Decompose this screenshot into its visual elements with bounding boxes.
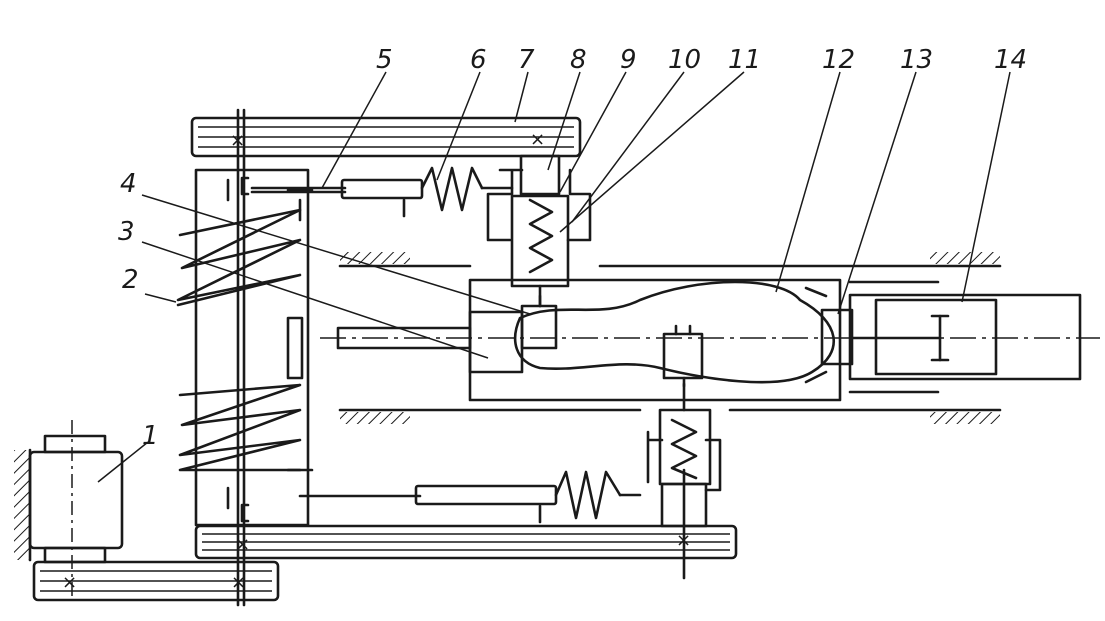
label-10: 10	[668, 45, 701, 75]
lower-spring-housing	[646, 382, 722, 492]
label-4: 4	[120, 169, 137, 199]
spring-frame	[176, 108, 314, 607]
label-2: 2	[122, 265, 139, 295]
label-1: 1	[142, 421, 159, 451]
label-11: 11	[728, 45, 761, 75]
label-14: 14	[994, 45, 1027, 75]
svg-text:×: ×	[235, 534, 250, 555]
lower-belt-drive: × ×	[194, 468, 738, 580]
svg-text:×: ×	[230, 130, 245, 151]
leader-lines	[97, 71, 1011, 483]
label-13: 13	[900, 45, 933, 75]
label-8: 8	[570, 45, 587, 75]
machine-housing	[338, 252, 1002, 424]
upper-link-rod	[250, 166, 514, 222]
label-5: 5	[376, 45, 393, 75]
lower-link-rod	[298, 470, 642, 524]
upper-spring-housing	[486, 168, 592, 308]
electric-motor	[14, 420, 124, 600]
upper-belt-drive: × ×	[190, 116, 582, 196]
label-3: 3	[118, 217, 135, 247]
svg-text:×: ×	[62, 572, 77, 593]
label-7: 7	[518, 45, 535, 75]
label-6: 6	[470, 45, 487, 75]
tool-slide	[804, 280, 1082, 394]
lower-left-belt-drive: × ×	[32, 560, 280, 602]
svg-text:×: ×	[530, 129, 545, 150]
carriage-12	[468, 278, 842, 402]
label-12: 12	[822, 45, 855, 75]
part-labels: 1 2 3 4 5 6 7 8 9 10 11 12 13 14	[118, 45, 1027, 451]
main-shaft	[336, 326, 472, 350]
label-9: 9	[620, 45, 637, 75]
